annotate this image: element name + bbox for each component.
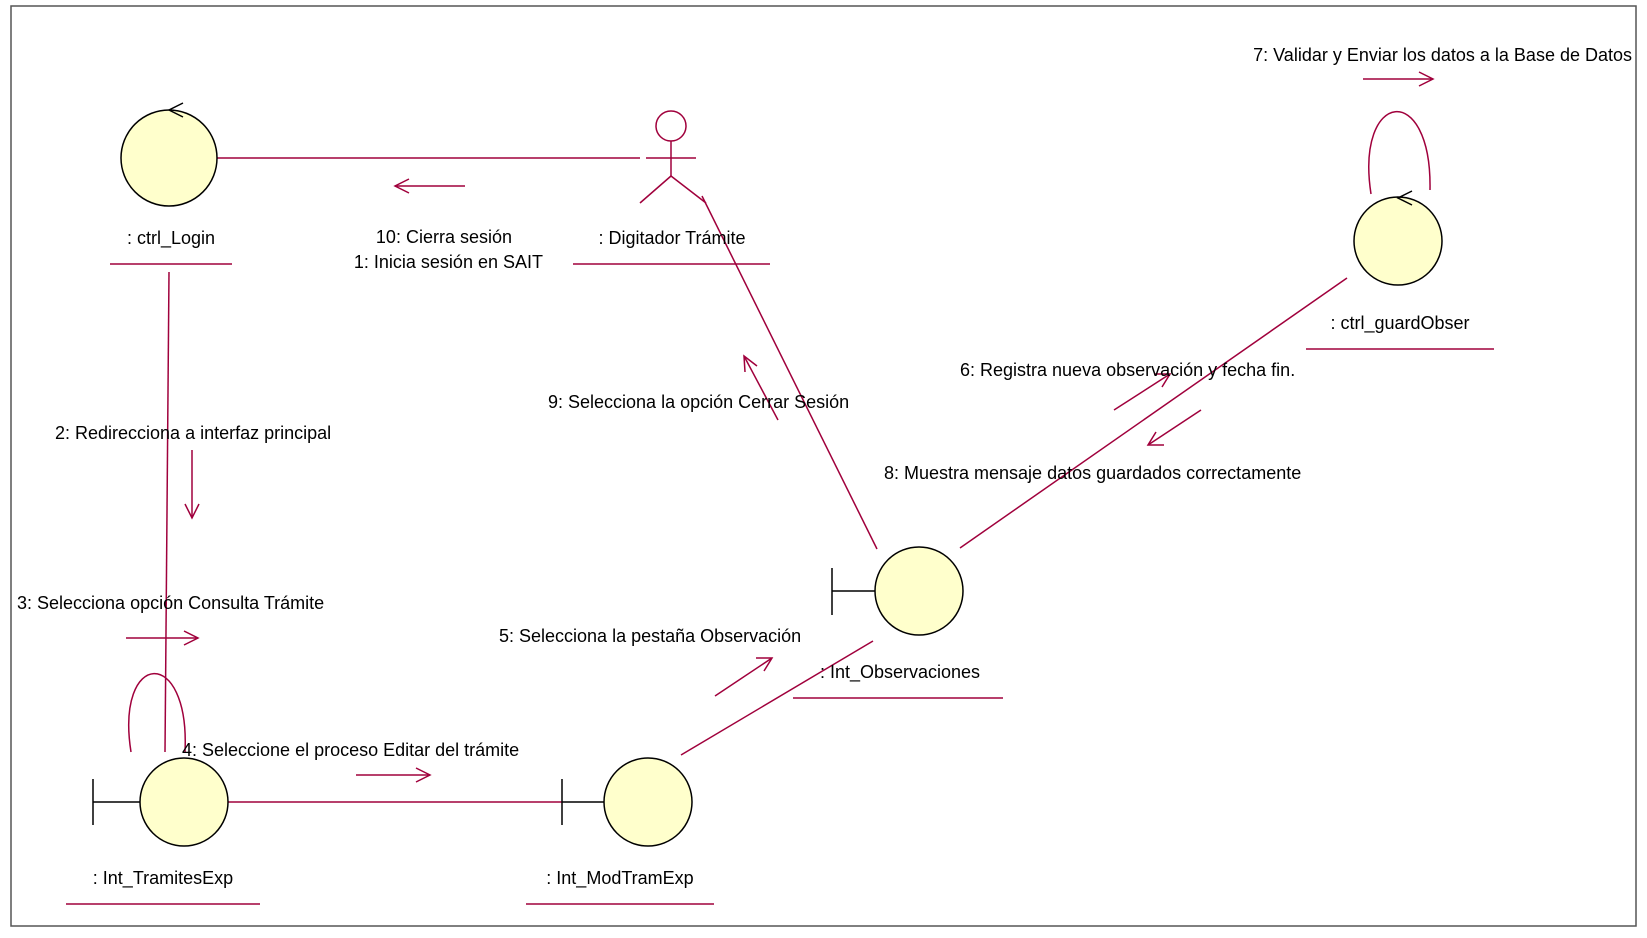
message-10-label: 10: Cierra sesión — [376, 227, 512, 247]
link-guardobser-observaciones — [959, 277, 1348, 549]
boundary-icon — [603, 757, 693, 847]
int-observaciones-object[interactable] — [831, 546, 964, 636]
self-link-guardobser — [1368, 111, 1431, 195]
int-tramitesexp-label: : Int_TramitesExp — [93, 868, 233, 889]
ctrl-guardobser-label: : ctrl_guardObser — [1330, 313, 1469, 334]
message-3-label: 3: Selecciona opción Consulta Trámite — [17, 593, 324, 613]
object-labels: : ctrl_Login : Digitador Trámite : ctrl_… — [66, 228, 1494, 905]
arrowhead-m7 — [1418, 71, 1435, 87]
link-observaciones-modtramexp — [680, 640, 874, 756]
self-link-tramitesexp — [128, 673, 186, 753]
message-6-label: 6: Registra nueva observación y fecha fi… — [960, 360, 1295, 380]
message-labels: 7: Validar y Enviar los datos a la Base … — [17, 45, 1632, 760]
arrowhead-m2 — [184, 503, 200, 520]
arrow-m8 — [1147, 409, 1202, 446]
arrow-m9 — [743, 355, 779, 421]
actor-head-icon — [655, 110, 687, 142]
link-login-tramitesexp — [164, 271, 170, 753]
digitador-actor[interactable] — [639, 110, 707, 204]
boundary-icon — [874, 546, 964, 636]
arrowhead-m6 — [1154, 373, 1172, 388]
link-digitador-observaciones — [701, 195, 878, 550]
int-modtramexp-object[interactable] — [561, 757, 693, 847]
control-arrow-mark — [167, 102, 184, 118]
message-9-label: 9: Selecciona la opción Cerrar Sesión — [548, 392, 849, 412]
message-4-label: 4: Seleccione el proceso Editar del trám… — [182, 740, 519, 760]
arrowhead-m9 — [743, 354, 758, 373]
digitador-label: : Digitador Trámite — [598, 228, 745, 248]
ctrl-guardobser-object[interactable] — [1353, 190, 1443, 286]
message-7-label: 7: Validar y Enviar los datos a la Base … — [1253, 45, 1632, 65]
message-1-label: 1: Inicia sesión en SAIT — [354, 252, 543, 272]
control-arrow-mark — [1396, 190, 1413, 206]
message-arrows — [126, 71, 1435, 783]
int-observaciones-label: : Int_Observaciones — [820, 662, 980, 683]
message-5-label: 5: Selecciona la pestaña Observación — [499, 626, 801, 646]
arrowhead-m8 — [1146, 431, 1164, 446]
control-icon — [120, 109, 218, 207]
ctrl-login-label: : ctrl_Login — [127, 228, 215, 249]
arrowhead-m10 — [393, 178, 410, 194]
control-icon — [1353, 196, 1443, 286]
arrowhead-m5 — [756, 657, 774, 672]
ctrl-login-object[interactable] — [120, 102, 218, 207]
arrowhead-m3 — [183, 630, 200, 646]
arrowhead-m4 — [415, 767, 432, 783]
message-8-label: 8: Muestra mensaje datos guardados corre… — [884, 463, 1301, 483]
message-2-label: 2: Redirecciona a interfaz principal — [55, 423, 331, 443]
actor-leg-right — [670, 175, 707, 204]
boundary-icon — [139, 757, 229, 847]
int-tramitesexp-object[interactable] — [92, 757, 229, 847]
arrow-m5 — [714, 657, 773, 697]
diagram-frame — [10, 5, 1637, 927]
actor-leg-left — [639, 175, 672, 204]
arrow-m6 — [1113, 373, 1171, 411]
links — [128, 111, 1431, 803]
int-modtramexp-label: : Int_ModTramExp — [546, 868, 693, 889]
